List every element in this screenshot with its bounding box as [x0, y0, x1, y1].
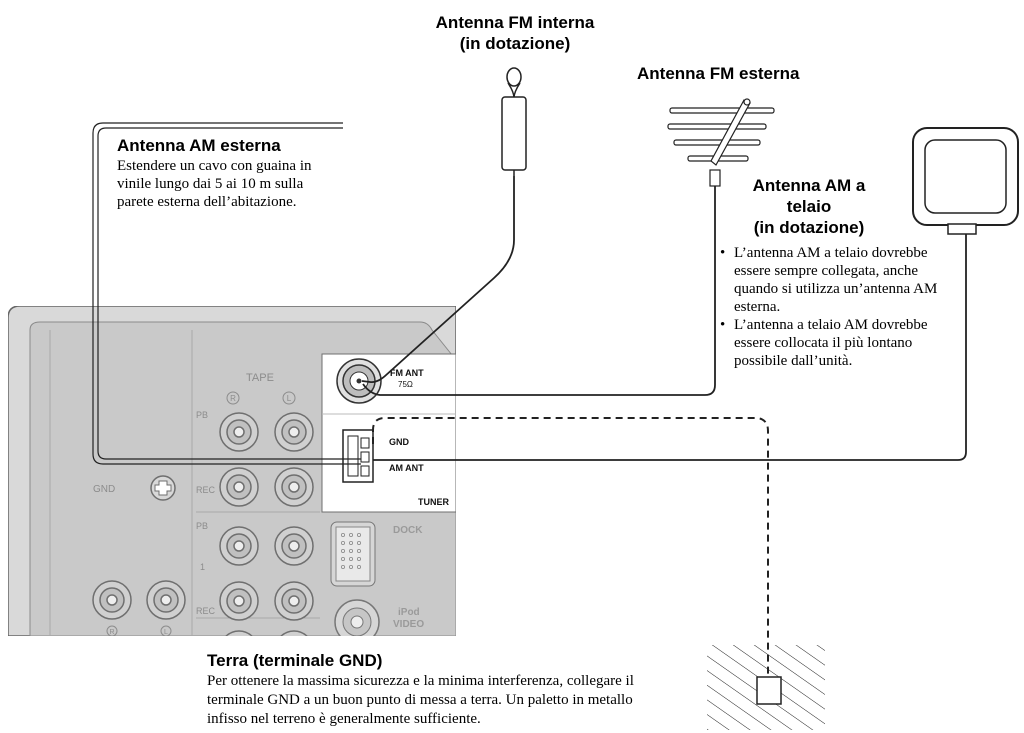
pb2-label: PB: [196, 521, 208, 531]
fm-internal-cable: [361, 176, 515, 384]
indoor-fm-antenna-icon: [501, 67, 527, 176]
rca-jack: [92, 580, 132, 620]
am-loop-antenna-title: Antenna AM a telaio (in dotazione): [724, 175, 894, 238]
ipod-label: iPod: [398, 607, 420, 618]
am-ant-label: AM ANT: [389, 463, 424, 473]
outdoor-am-antenna-title: Antenna AM esterna: [117, 136, 281, 155]
out-l-marker: L: [164, 629, 168, 636]
gnd-left-label: GND: [93, 484, 115, 495]
gnd-terminal-label: GND: [389, 437, 410, 447]
dock-label: DOCK: [393, 525, 423, 536]
fm-external-cable: [362, 186, 716, 396]
tuner-label: TUNER: [418, 497, 449, 507]
outdoor-am-antenna-desc: Estendere un cavo con guaina in vinile l…: [117, 158, 312, 210]
am-loop-cable: [373, 234, 967, 461]
rec2-label: REC: [196, 606, 216, 616]
rca-jack: [225, 630, 253, 636]
ground-desc: Per ottenere la massima sicurezza e la m…: [207, 673, 634, 727]
am-loop-note: L’antenna AM a telaio dovrebbe essere se…: [720, 244, 962, 316]
out-r-marker: R: [109, 629, 114, 636]
video-label: VIDEO: [393, 619, 424, 630]
am-loop-title-line3: (in dotazione): [753, 218, 865, 237]
fm-ant-label: FM ANT: [390, 368, 424, 378]
fm-ohm-label: 75Ω: [398, 380, 413, 389]
indoor-fm-title-line1: Antenna FM interna: [435, 13, 595, 32]
ipod-video-jack: [334, 599, 380, 636]
rec-label: REC: [196, 485, 216, 495]
rear-panel: TAPE R L PB REC PB 1 REC R L: [8, 306, 456, 636]
outdoor-fm-antenna-icon: [667, 98, 775, 187]
rca-jack: [280, 630, 308, 636]
dock-connector: [330, 521, 376, 587]
tape-label: TAPE: [246, 372, 274, 384]
am-loop-note: L’antenna a telaio AM dovrebbe essere co…: [720, 316, 962, 370]
pb-label: PB: [196, 410, 208, 420]
indoor-fm-title-line2: (in dotazione): [459, 34, 571, 53]
rca-jack: [219, 467, 259, 507]
am-loop-title-line2: telaio: [786, 197, 832, 216]
am-outdoor-wire: [92, 122, 361, 465]
rca-jack: [274, 467, 314, 507]
rca-jack: [219, 526, 259, 566]
tape-r-marker: R: [230, 394, 236, 403]
ground-title: Terra (terminale GND): [207, 651, 383, 670]
am-terminal-block: [342, 429, 374, 483]
tape-l-marker: L: [287, 394, 292, 403]
am-loop-antenna-icon: [912, 127, 1019, 235]
am-loop-notes: L’antenna AM a telaio dovrebbe essere se…: [720, 244, 962, 370]
one-label: 1: [200, 562, 205, 572]
rca-jack: [274, 526, 314, 566]
gnd-screw-icon: [150, 475, 176, 501]
indoor-fm-antenna-title: Antenna FM interna (in dotazione): [410, 12, 620, 54]
rca-jack: [274, 412, 314, 452]
ground-stake-icon: [707, 645, 825, 730]
rca-jacks: [92, 412, 314, 636]
rca-jack: [146, 580, 186, 620]
ground-wire: [372, 417, 769, 678]
rca-jack: [219, 581, 259, 621]
rca-jack: [219, 412, 259, 452]
rca-jack: [274, 581, 314, 621]
outdoor-fm-antenna-title: Antenna FM esterna: [637, 64, 800, 83]
am-loop-title-line1: Antenna AM a: [752, 176, 866, 195]
